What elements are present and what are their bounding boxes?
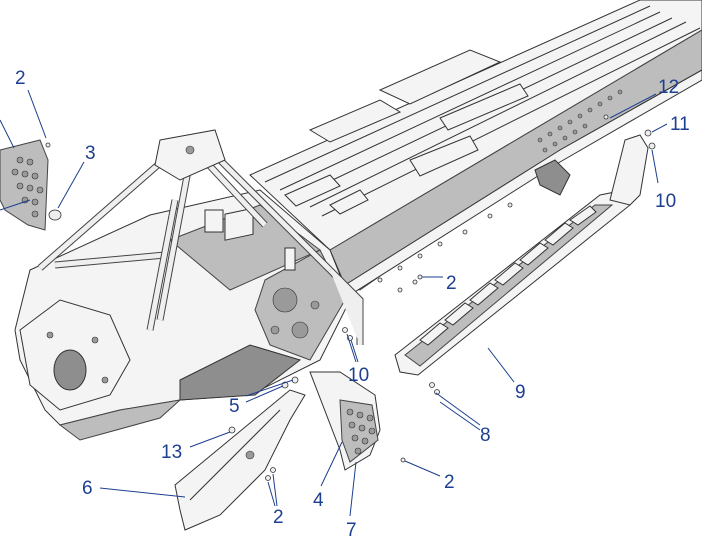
left-vent-panel bbox=[0, 139, 49, 231]
tunnel-assembly bbox=[249, 0, 702, 296]
perforated-panel bbox=[309, 371, 381, 471]
leader-lines bbox=[0, 89, 668, 517]
callout-4: 4 bbox=[313, 490, 324, 511]
tubular-frame bbox=[37, 129, 364, 345]
callout-3: 3 bbox=[85, 143, 96, 164]
running-board bbox=[394, 134, 649, 376]
callout-6: 6 bbox=[82, 478, 93, 499]
callout-10-center: 10 bbox=[348, 365, 369, 386]
callout-labels: 2 3 12 11 10 2 10 9 5 8 13 6 2 4 2 7 bbox=[15, 68, 690, 540]
callout-2-top-left: 2 bbox=[15, 68, 26, 89]
callout-11: 11 bbox=[670, 114, 690, 135]
callout-2-tunnel: 2 bbox=[446, 273, 457, 294]
callout-9: 9 bbox=[515, 382, 526, 403]
callout-2-bottom-right: 2 bbox=[444, 472, 455, 493]
callout-12: 12 bbox=[658, 77, 679, 98]
tunnel-rivets bbox=[377, 202, 513, 293]
callout-5: 5 bbox=[229, 396, 240, 417]
tunnel-side-holes bbox=[537, 89, 623, 153]
callout-8: 8 bbox=[480, 425, 491, 446]
nut-3 bbox=[48, 209, 62, 221]
callout-7: 7 bbox=[346, 520, 357, 540]
callout-2-bottom: 2 bbox=[273, 507, 284, 528]
chassis-bulkhead bbox=[14, 189, 351, 441]
callout-10-right: 10 bbox=[655, 191, 676, 212]
front-side-panel bbox=[174, 389, 306, 531]
callout-13: 13 bbox=[161, 442, 182, 463]
